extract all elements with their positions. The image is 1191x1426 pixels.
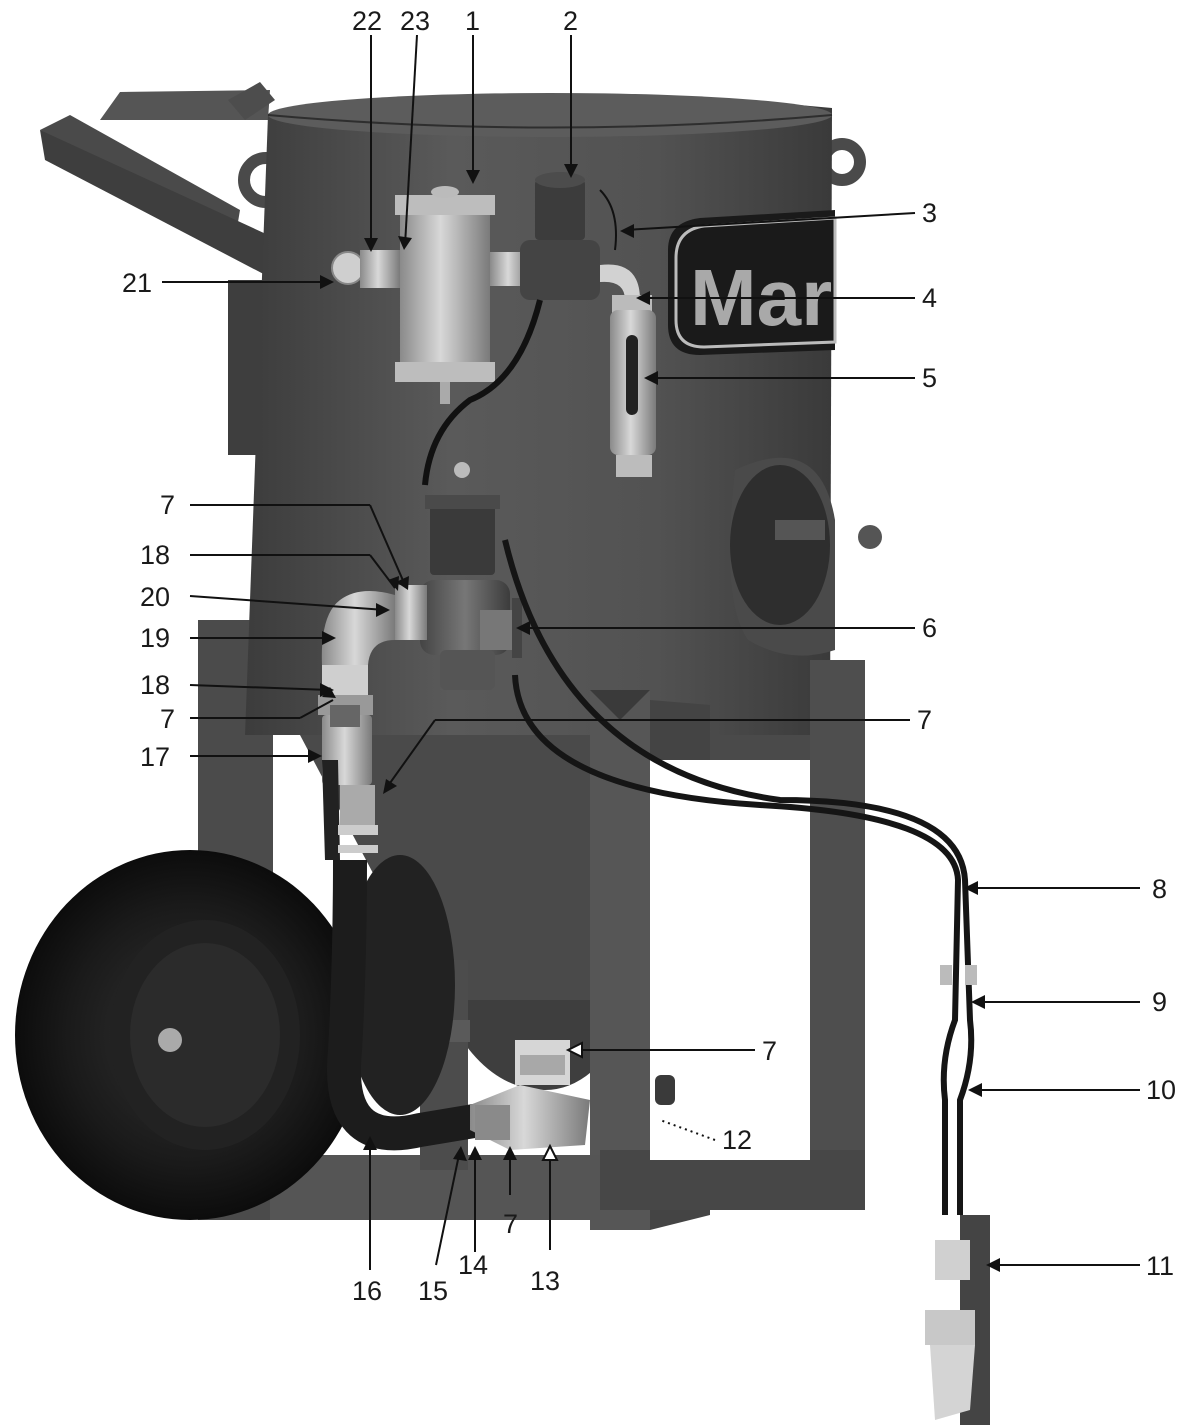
deadman-handle <box>925 1215 990 1425</box>
callout-23: 23 <box>400 6 430 36</box>
exhaust-muffler <box>600 264 656 477</box>
callout-15: 15 <box>418 1276 448 1306</box>
callout-5: 5 <box>922 363 937 393</box>
callout-7-b: 7 <box>160 704 175 734</box>
callout-22: 22 <box>352 6 382 36</box>
callout-7-a: 7 <box>160 490 175 520</box>
callout-numbers: 22 23 1 2 3 4 5 21 7 18 20 19 18 7 17 6 … <box>122 6 1176 1306</box>
brand-logo: Marc <box>668 210 837 355</box>
blast-hose <box>327 825 483 1151</box>
elbow-and-ball-valve <box>318 591 395 860</box>
inspection-door <box>729 457 882 656</box>
leader-lines <box>162 34 1140 1270</box>
callout-7-c: 7 <box>917 705 932 735</box>
callout-8: 8 <box>1152 874 1167 904</box>
callout-7-e: 7 <box>503 1209 518 1239</box>
callout-1: 1 <box>465 6 480 36</box>
moisture-separator <box>395 186 495 404</box>
callout-3: 3 <box>922 198 937 228</box>
inlet-valve <box>520 172 600 300</box>
callout-18-a: 18 <box>140 540 170 570</box>
callout-21: 21 <box>122 268 152 298</box>
control-hoses <box>422 189 617 486</box>
metering-valve <box>470 1040 675 1150</box>
callout-13: 13 <box>530 1266 560 1296</box>
callout-7-d: 7 <box>762 1036 777 1066</box>
callout-14: 14 <box>458 1250 488 1280</box>
callout-12: 12 <box>722 1125 752 1155</box>
callout-10: 10 <box>1146 1075 1176 1105</box>
callout-18-b: 18 <box>140 670 170 700</box>
callout-9: 9 <box>1152 987 1167 1017</box>
callout-4: 4 <box>922 283 937 313</box>
callout-11: 11 <box>1146 1251 1174 1281</box>
callout-16: 16 <box>352 1276 382 1306</box>
callout-2: 2 <box>563 6 578 36</box>
callout-20: 20 <box>140 582 170 612</box>
callout-17: 17 <box>140 742 170 772</box>
air-inlet-fittings <box>331 250 530 288</box>
wheel <box>15 850 455 1220</box>
remote-control-lines <box>502 539 977 1215</box>
arrowheads <box>308 164 1000 1272</box>
callout-6: 6 <box>922 613 937 643</box>
callout-19: 19 <box>140 623 170 653</box>
